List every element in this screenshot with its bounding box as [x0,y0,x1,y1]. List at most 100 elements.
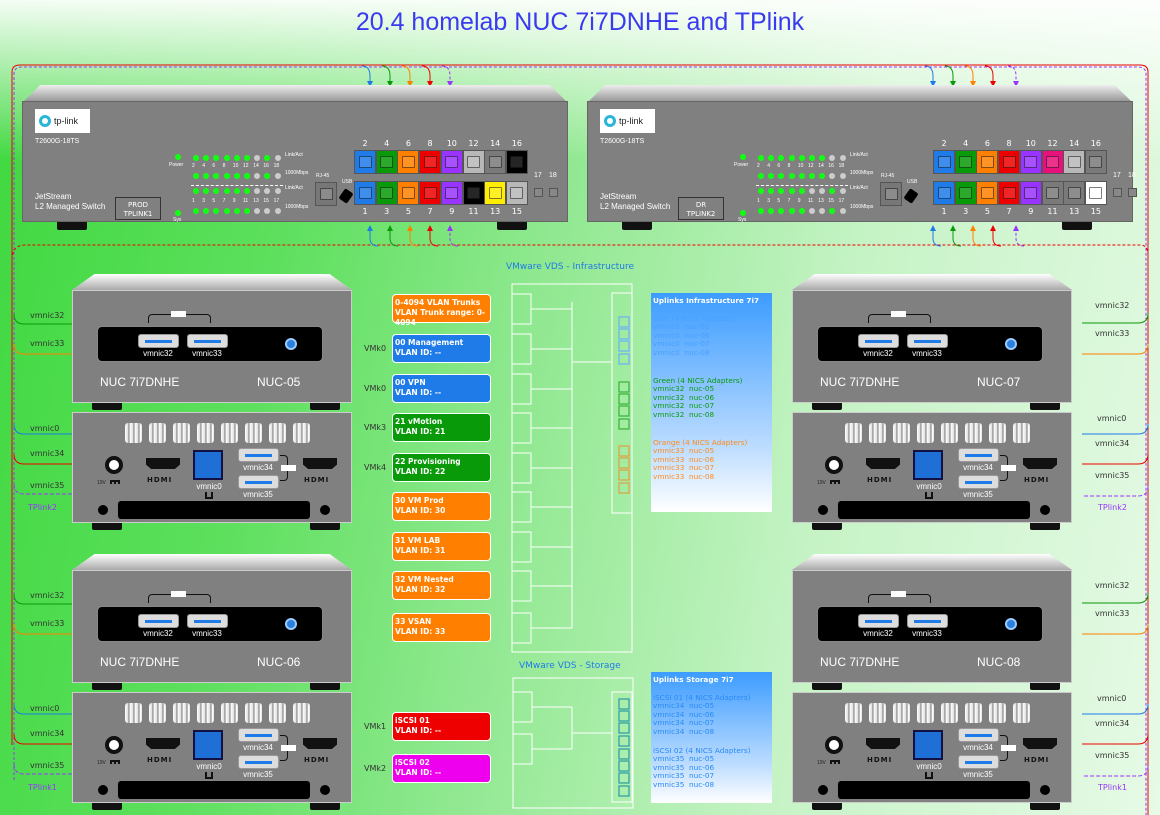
power-button-icon[interactable] [285,618,297,630]
vent [989,703,1006,723]
switch-port-7[interactable] [998,181,1021,205]
switch-port-9[interactable] [1019,181,1042,205]
usb-port-vmnic33[interactable] [907,614,948,628]
ethernet-port-vmnic0[interactable] [193,730,223,760]
usb-port-vmnic32[interactable] [138,334,179,348]
switch-port-11[interactable] [1041,181,1064,205]
switch-port-14[interactable] [1063,150,1086,174]
usb-port-vmnic33[interactable] [907,334,948,348]
switch-port-5[interactable] [397,181,420,205]
switch-port-8[interactable] [998,150,1021,174]
ethernet-port-vmnic0[interactable] [193,450,223,480]
ethernet-port-icon [467,156,480,168]
usb-port-vmnic35[interactable] [958,755,999,769]
vmkernel-label: VMk4 [364,463,387,472]
switch-port-14[interactable] [484,150,507,174]
usb-port-vmnic34[interactable] [238,448,279,462]
port-led [788,155,795,161]
port-led [768,188,775,194]
sfp-number: 17 [1113,172,1121,179]
power-button-icon[interactable] [285,338,297,350]
port-group-name: 30 VM Prod [395,496,444,505]
usb-port-vmnic34[interactable] [958,728,999,742]
usb-port-vmnic32[interactable] [858,614,899,628]
switch-port-16[interactable] [1084,150,1107,174]
port-number: 14 [490,139,501,148]
port-number: 3 [963,207,969,216]
power-button-icon[interactable] [1005,338,1017,350]
usb-label: USB [342,179,353,185]
usb-port-vmnic35[interactable] [238,755,279,769]
power-button-icon[interactable] [1005,618,1017,630]
usb-port-vmnic34[interactable] [958,448,999,462]
usb-port-vmnic35[interactable] [958,475,999,489]
port-led [809,155,815,161]
sfp-port-18[interactable] [549,188,558,197]
switch-port-12[interactable] [1041,150,1064,174]
sfp-port-17[interactable] [1113,188,1122,197]
switch-port-5[interactable] [976,181,999,205]
usb-port-label: vmnic33 [192,349,222,358]
ethernet-port-vmnic0[interactable] [913,730,943,760]
usb-port-label: vmnic34 [963,743,993,752]
side-nic-label: vmnic34 [30,729,65,738]
switch-port-4[interactable] [954,150,977,174]
switch-port-2[interactable] [933,150,955,174]
switch-port-11[interactable] [462,181,485,205]
ethernet-port-icon [937,187,951,199]
switch-port-6[interactable] [397,150,420,174]
switch-port-8[interactable] [419,150,442,174]
switch-port-13[interactable] [1063,181,1086,205]
switch-port-15[interactable] [1084,181,1107,205]
sfp-port-17[interactable] [534,188,543,197]
switch-port-4[interactable] [375,150,398,174]
switch-port-15[interactable] [505,181,528,205]
usb-port-vmnic33[interactable] [187,614,228,628]
switch-port-12[interactable] [462,150,485,174]
usb-port-vmnic34[interactable] [238,728,279,742]
switch-port-6[interactable] [976,150,999,174]
switch-port-10[interactable] [1019,150,1042,174]
switch-port-7[interactable] [419,181,442,205]
switch-port-10[interactable] [440,150,463,174]
vent [845,423,862,443]
switch-port-3[interactable] [375,181,398,205]
back-slot [838,501,1030,519]
usb-port-vmnic32[interactable] [858,334,899,348]
sfp-number: 17 [534,172,542,179]
ethernet-port-vmnic0[interactable] [913,450,943,480]
sfp-port-18[interactable] [1128,188,1137,197]
switch-port-1[interactable] [354,181,376,205]
ethernet-port-icon [980,187,994,199]
back-slot [118,781,310,799]
switch-port-2[interactable] [354,150,376,174]
network-icon [925,492,933,499]
port-led [768,208,775,214]
switch-port-1[interactable] [933,181,955,205]
led-num: 5 [777,198,781,204]
usb-port-vmnic33[interactable] [187,334,228,348]
switch-port-3[interactable] [954,181,977,205]
switch-port-13[interactable] [484,181,507,205]
switch-port-16[interactable] [505,150,528,174]
link-act-label: Link/Act [850,152,868,158]
uplink-item: vmnic35 nuc-06 [653,762,715,772]
switch-port-9[interactable] [440,181,463,205]
led-num: 4 [202,163,205,169]
usb-port-vmnic35[interactable] [238,475,279,489]
usb-port-vmnic32[interactable] [138,614,179,628]
port-led [829,208,836,214]
port-number: 16 [1090,139,1101,148]
